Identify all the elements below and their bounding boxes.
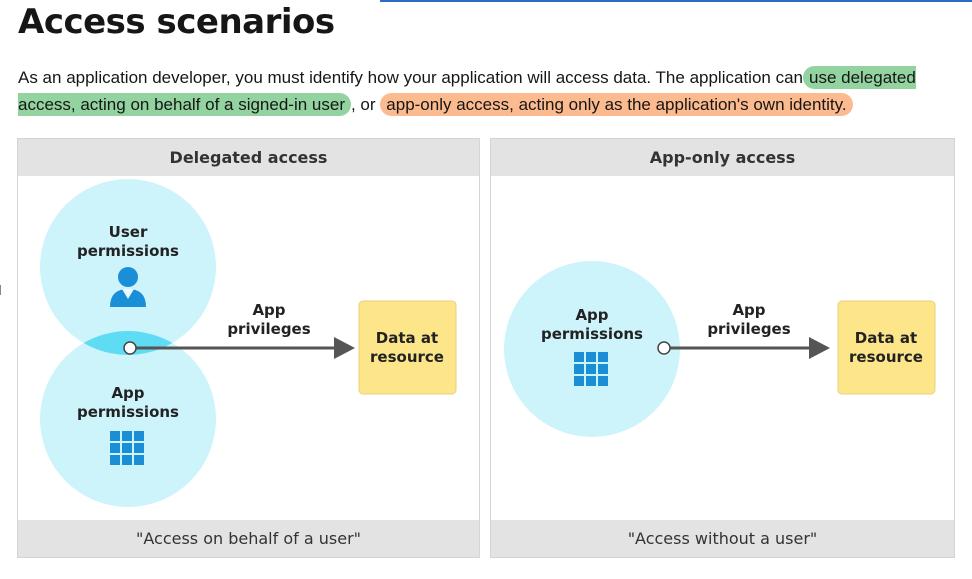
arrow-label-line1: App	[252, 301, 285, 319]
app-label-line1: App	[111, 384, 144, 402]
app-permissions-circle	[504, 261, 680, 437]
delegated-access-panel: Delegated access User permissions App pe…	[17, 138, 480, 558]
arrow-label-line2: privileges	[227, 320, 310, 338]
arrow-label-line2: privileges	[707, 320, 790, 338]
apponly-highlight: app-only access, acting only as the appl…	[380, 93, 853, 116]
apponly-panel-footer: "Access without a user"	[491, 520, 954, 557]
app-permissions-circle	[40, 331, 216, 507]
intro-paragraph: As an application developer, you must id…	[18, 64, 963, 118]
intro-text-1: As an application developer, you must id…	[18, 68, 803, 87]
page-title: Access scenarios	[18, 2, 335, 42]
user-label-line2: permissions	[77, 242, 179, 260]
user-label-line1: User	[109, 223, 148, 241]
privileges-arrow	[657, 337, 830, 359]
app-grid-icon	[574, 352, 608, 386]
delegated-diagram: User permissions App permissions App pri	[40, 179, 457, 507]
data-label-line2: resource	[849, 348, 923, 366]
top-divider-line	[380, 0, 972, 2]
user-icon	[110, 267, 146, 307]
data-at-resource-box	[837, 300, 936, 395]
app-grid-icon	[110, 431, 144, 465]
apponly-diagram: App permissions App privileges Data at r…	[504, 261, 936, 437]
app-label-line2: permissions	[77, 403, 179, 421]
delegated-panel-footer: "Access on behalf of a user"	[18, 520, 479, 557]
app-label-line2: permissions	[541, 325, 643, 343]
left-edge-mark	[0, 285, 5, 295]
data-label-line1: Data at	[376, 329, 438, 347]
app-label-line1: App	[575, 306, 608, 324]
data-label-line1: Data at	[855, 329, 917, 347]
apponly-access-panel: App-only access App permissions App priv…	[490, 138, 955, 558]
delegated-panel-header: Delegated access	[18, 139, 479, 176]
data-at-resource-box	[358, 300, 457, 395]
arrow-label-line1: App	[732, 301, 765, 319]
apponly-panel-header: App-only access	[491, 139, 954, 176]
privileges-arrow	[123, 337, 355, 359]
data-label-line2: resource	[370, 348, 444, 366]
intro-text-2: , or	[350, 95, 376, 114]
